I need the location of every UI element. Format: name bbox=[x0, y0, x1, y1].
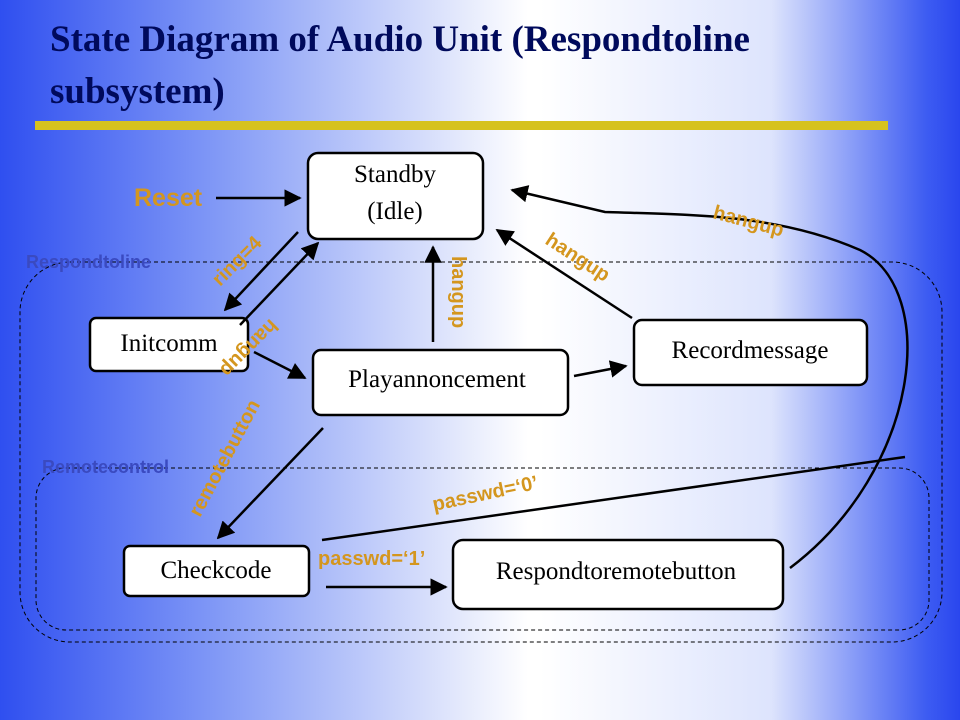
remotecontrol-group-boundary bbox=[35, 467, 930, 631]
remote-hangup-arrow bbox=[510, 185, 909, 569]
remotecontrol-group-label: Remotecontrol bbox=[42, 457, 169, 477]
record-hangup-arrow bbox=[495, 228, 633, 320]
checkcode-label: Checkcode bbox=[160, 557, 271, 584]
state-playannoncement[interactable]: Playannoncement bbox=[311, 348, 570, 417]
title-line-2: subsystem) bbox=[50, 71, 225, 112]
passwd0-label: passwd=‘0’ bbox=[430, 472, 540, 516]
recordmessage-label: Recordmessage bbox=[672, 337, 829, 364]
initcomm-hangup-arrow bbox=[239, 241, 320, 326]
respondtoline-group-boundary bbox=[19, 261, 943, 643]
initcomm-label: Initcomm bbox=[120, 330, 218, 357]
respondtoremotebutton-label: Respondtoremotebutton bbox=[496, 558, 737, 585]
page-title: State Diagram of Audio Unit (Respondtoli… bbox=[50, 14, 930, 118]
ring4-label: ring=4 bbox=[208, 232, 267, 291]
initcomm-to-play-arrow bbox=[253, 350, 307, 380]
standby-label-line2: (Idle) bbox=[367, 198, 423, 225]
title-underline bbox=[35, 121, 888, 130]
record-hangup-label: hangup bbox=[541, 229, 614, 287]
reset-label: Reset bbox=[134, 184, 203, 212]
standby-label-line1: Standby bbox=[354, 161, 436, 188]
respondtoline-group-label: Respondtoline bbox=[26, 252, 151, 272]
state-recordmessage[interactable]: Recordmessage bbox=[632, 318, 869, 387]
remotebutton-arrow bbox=[216, 427, 324, 540]
title-line-1: State Diagram of Audio Unit (Respondtoli… bbox=[50, 19, 750, 60]
passwd1-label: passwd=‘1’ bbox=[318, 548, 425, 570]
state-standby[interactable]: Standby (Idle) bbox=[306, 151, 485, 241]
passwd0-arrow bbox=[321, 455, 906, 542]
ring-arrow bbox=[223, 231, 299, 312]
state-initcomm[interactable]: Initcomm bbox=[88, 316, 250, 373]
state-respondtoremotebutton[interactable]: Respondtoremotebutton bbox=[451, 538, 785, 611]
remote-hangup-label: hangup bbox=[711, 202, 786, 242]
playannoncement-label: Playannoncement bbox=[348, 366, 526, 393]
state-checkcode[interactable]: Checkcode bbox=[122, 544, 311, 598]
play-to-record-arrow bbox=[573, 360, 628, 378]
play-hangup-label: hangup bbox=[447, 256, 469, 328]
